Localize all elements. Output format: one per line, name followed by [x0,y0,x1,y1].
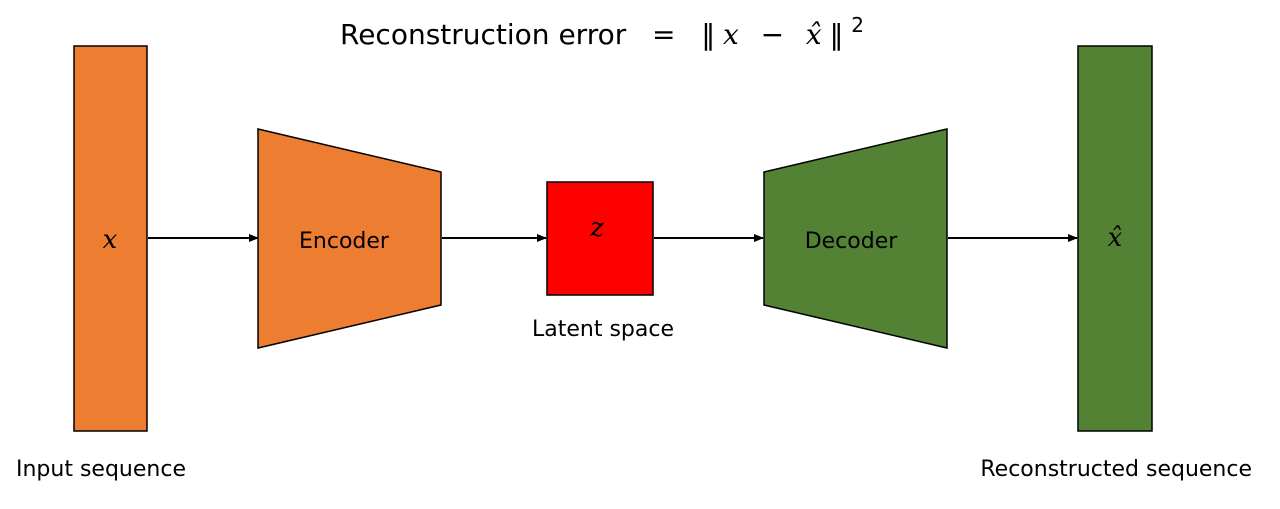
equation-prefix: Reconstruction error [340,18,627,51]
output-caption: Reconstructed sequence [980,457,1252,482]
equation-minus: − [761,18,784,51]
output-sequence-block [1077,45,1153,432]
equation-equals: = [652,18,675,51]
input-symbol: x [103,225,118,255]
decoder-block [763,128,948,349]
latent-caption: Latent space [532,317,674,342]
equation-var-x: x [723,18,739,51]
equation-var-xhat: x̂ [806,18,822,51]
input-sequence-block [73,45,148,432]
output-symbol: x̂ [1108,223,1123,253]
equation-norm-open: ‖ [701,18,715,51]
equation-title: Reconstruction error = ‖ x − x̂ ‖ 2 [340,13,864,51]
encoder-label: Encoder [299,229,390,254]
latent-symbol: z [589,213,604,243]
decoder-label: Decoder [805,229,899,254]
latent-space-block [546,181,654,296]
equation-norm-close: ‖ [829,18,843,51]
input-caption: Input sequence [16,457,186,482]
encoder-block [257,128,442,349]
equation-exponent: 2 [851,13,864,37]
